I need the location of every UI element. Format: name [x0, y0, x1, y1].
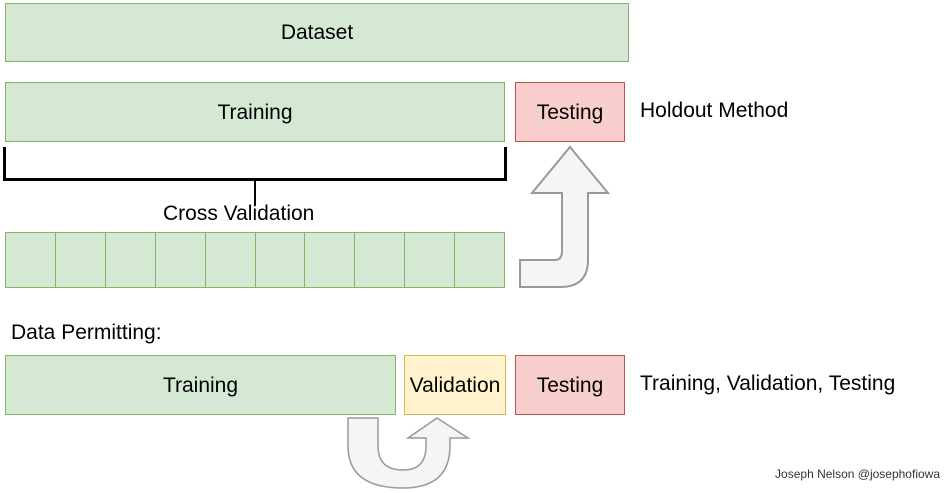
cross-validation-bracket — [3, 147, 507, 181]
cv-fold-cell[interactable] — [206, 233, 256, 287]
cross-validation-bracket-stem — [254, 181, 256, 205]
cv-fold-cell[interactable] — [256, 233, 306, 287]
threeway-testing-box[interactable]: Testing — [515, 355, 625, 415]
cross-validation-label: Cross Validation — [163, 202, 315, 225]
holdout-training-box[interactable]: Training — [5, 82, 505, 142]
data-permitting-heading: Data Permitting: — [11, 321, 162, 344]
threeway-validation-box[interactable]: Validation — [404, 355, 506, 415]
holdout-training-label: Training — [217, 100, 293, 124]
u-turn-up-arrow — [347, 417, 471, 489]
threeway-training-box[interactable]: Training — [5, 355, 396, 415]
credit-text: Joseph Nelson @josephofiowa — [775, 467, 940, 481]
threeway-method-label: Training, Validation, Testing — [640, 372, 896, 395]
holdout-testing-label: Testing — [536, 100, 604, 124]
holdout-method-label: Holdout Method — [640, 99, 789, 122]
cv-fold-cell[interactable] — [305, 233, 356, 287]
cv-fold-cell[interactable] — [355, 233, 406, 287]
cv-fold-cell[interactable] — [56, 233, 106, 287]
dataset-label: Dataset — [280, 21, 354, 44]
threeway-testing-label: Testing — [536, 373, 604, 397]
threeway-training-label: Training — [162, 373, 239, 397]
cv-fold-cell[interactable] — [405, 233, 456, 287]
cv-fold-cell[interactable] — [455, 233, 504, 287]
dataset-box[interactable]: Dataset — [5, 3, 629, 62]
cv-fold-cell[interactable] — [106, 233, 156, 287]
cv-fold-cell[interactable] — [156, 233, 206, 287]
holdout-testing-box[interactable]: Testing — [515, 82, 625, 142]
cv-fold-cell[interactable] — [6, 233, 56, 287]
threeway-validation-label: Validation — [409, 373, 501, 397]
cross-validation-folds[interactable] — [5, 232, 505, 288]
curved-up-arrow — [519, 145, 611, 288]
